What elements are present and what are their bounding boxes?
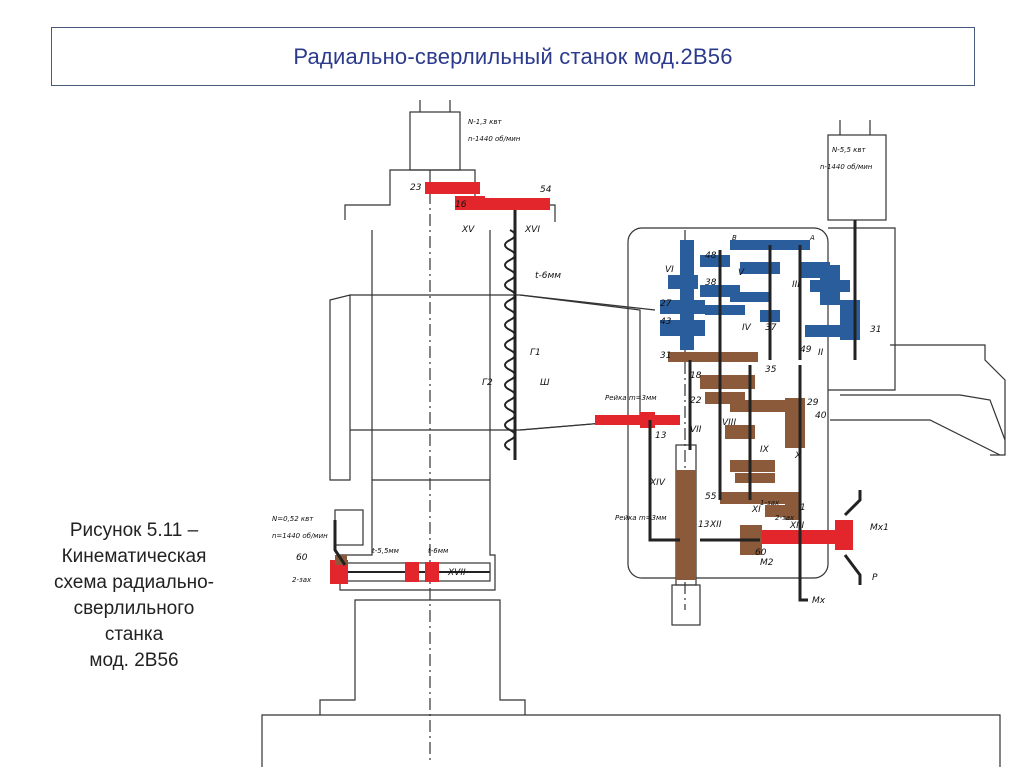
label-z22: 22 [690,396,702,406]
label-t6b: t-6мм [428,547,449,555]
caption-line: схема радиально- [53,572,215,593]
label-rack1: Рейка m=3мм [605,394,657,402]
label-z55: 55 [705,492,717,502]
label-z18: 18 [690,371,702,381]
label-viii: VIII [722,418,736,428]
radial-arm [519,294,656,431]
red-gears [330,182,853,584]
spindle-head [627,227,829,579]
label-z40: 40 [815,411,827,421]
caption-line: станка [104,624,164,645]
rack-gear [595,415,680,425]
label-z31b: 31 [660,351,671,361]
label-z60b: 60 [296,553,308,563]
label-vii: VII [690,425,702,435]
label-z38: 38 [705,278,717,288]
label-rack2: Рейка m=3мм [615,514,667,522]
caption-line: Кинематическая [61,546,207,567]
column-sleeve [329,294,351,481]
label-g1: Г1 [530,348,541,358]
label-g2: Г2 [482,378,493,388]
label-x: X [794,451,802,461]
label-xii: XII [709,520,722,530]
label-z54: 54 [540,185,552,195]
label-zaxa: 2-зах [775,514,795,522]
gear-mx1 [745,530,845,544]
label-xiii: XIII [789,521,804,531]
label-zax1: 1-зах [760,499,780,507]
label-m2: M2 [760,558,774,568]
caption-line: Рисунок 5.11 – [69,520,199,541]
label-z49: 49 [800,345,812,355]
label-xvii: XVII [447,568,466,578]
label-xv: XV [461,225,475,235]
brown-gears [335,352,805,580]
label-zax2: 2-зах [292,576,312,584]
caption-line: мод. 2В56 [89,650,179,671]
label-sh: Ш [540,378,550,388]
label-iv: IV [742,323,752,333]
gear-54 [470,198,550,210]
top-motor-power: N-1,3 квт [468,118,502,126]
left-motor-power: N=0,52 квт [272,515,314,523]
column-head [344,169,556,222]
title-box: Радиально-сверлильный станок мод.2В56 [51,27,975,86]
right-motor [827,134,887,221]
left-motor-speed: n=1440 об/мин [272,532,328,540]
figure-caption: Рисунок 5.11 – Кинематическая схема ради… [14,518,254,674]
label-ii: II [818,348,824,358]
right-motor-power: N-5,5 квт [832,146,866,154]
label-z1: 1 [800,503,806,513]
label-z60: 60 [755,548,767,558]
gear-23 [425,182,480,194]
label-a: A [809,234,815,242]
top-motor [409,111,461,171]
label-xvi: XVI [524,225,540,235]
right-motor-speed: n-1440 об/мин [820,163,873,171]
label-mx1: Mx1 [870,523,889,533]
label-vi: VI [665,265,674,275]
label-b: B [732,234,737,242]
label-z43: 43 [660,317,672,327]
label-z27: 27 [660,299,672,309]
label-v: V [738,268,745,278]
page-title: Радиально-сверлильный станок мод.2В56 [293,43,733,69]
caption-line: сверлильного [73,598,195,619]
label-z29: 29 [807,398,819,408]
label-p: P [872,573,878,583]
blue-gears [660,240,860,350]
label-z23: 23 [410,183,422,193]
label-ix: IX [760,445,770,455]
label-z16: 16 [455,200,467,210]
label-z37: 37 [765,323,777,333]
label-xiv: XIV [649,478,666,488]
label-z31a: 31 [870,325,881,335]
label-z13b: 13 [698,520,710,530]
label-t55: t-5,5мм [372,547,400,555]
label-iii: III [792,280,800,290]
label-mx: Mx [812,596,826,606]
top-motor-speed: n-1440 об/мин [468,135,521,143]
label-t6: t-6мм [535,271,561,281]
machine-base [261,714,1001,767]
label-z35: 35 [765,365,777,375]
label-xi: XI [751,505,761,515]
label-z48: 48 [705,251,717,261]
left-motor [334,509,364,546]
label-z13a: 13 [655,431,667,441]
